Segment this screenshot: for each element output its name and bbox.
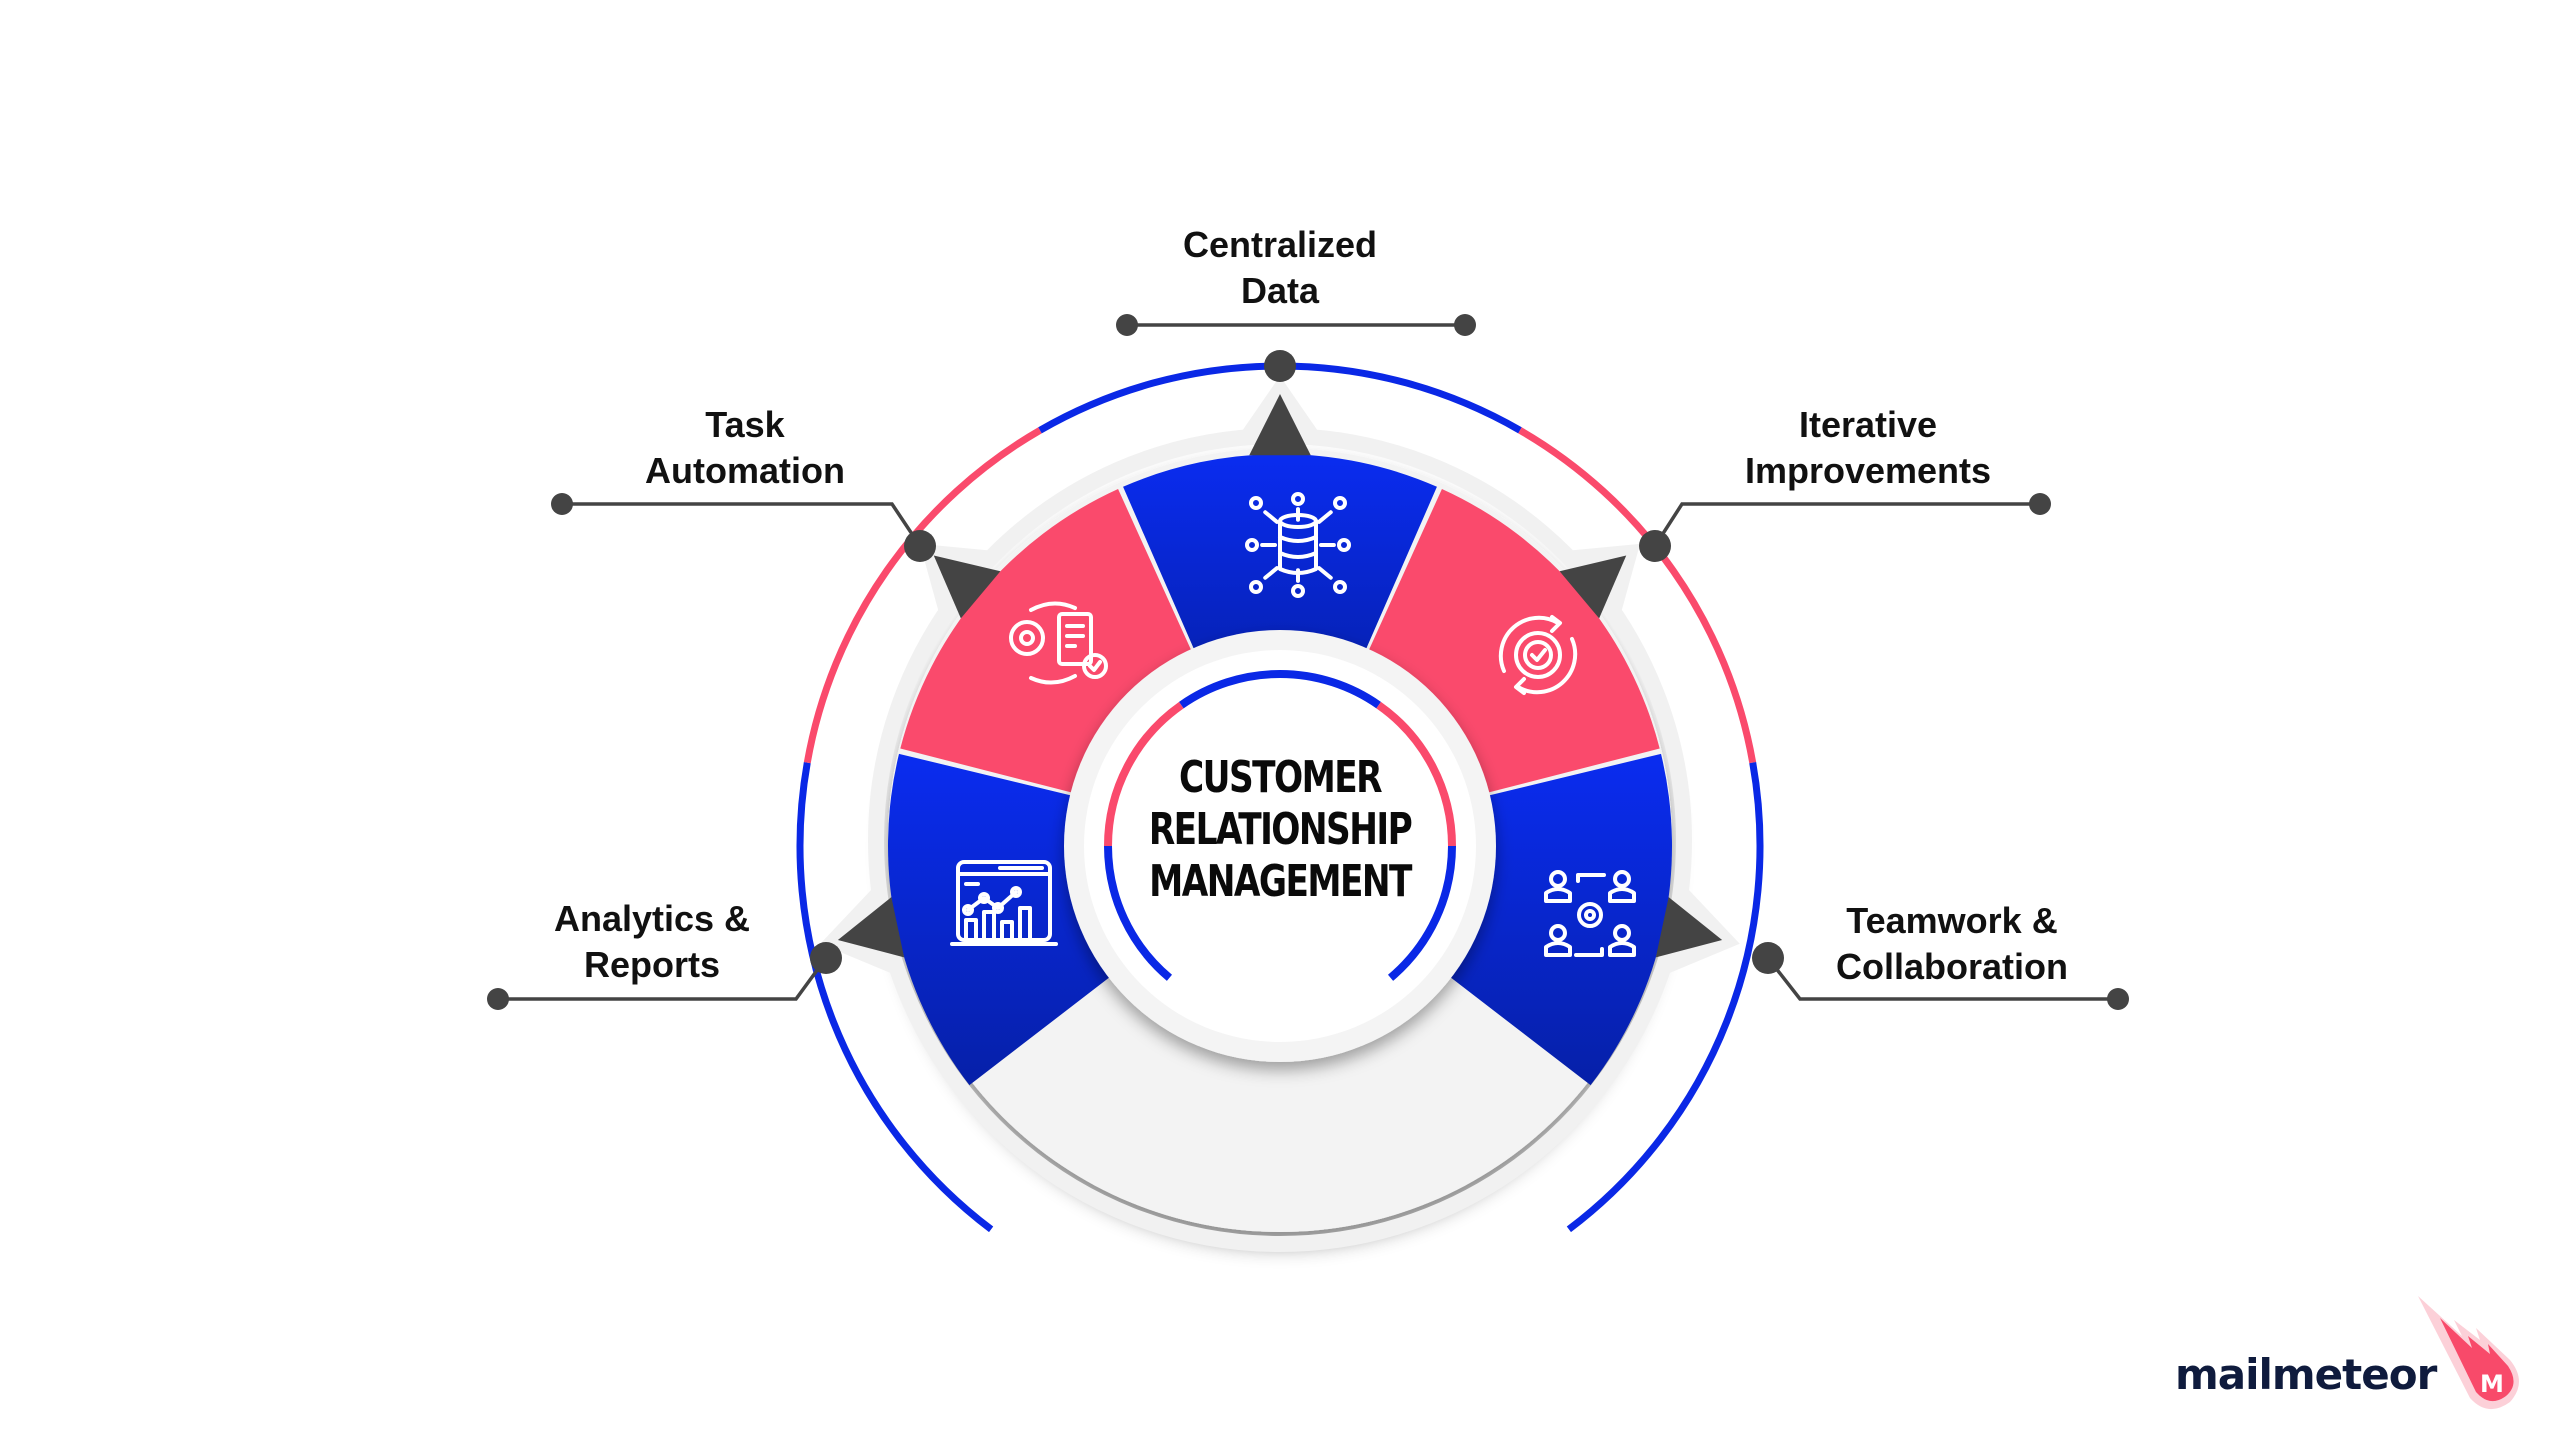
meteor-m-logo-icon: M bbox=[2418, 1296, 2519, 1410]
connector-teamwork-line bbox=[1766, 956, 2118, 1001]
segment-icons bbox=[950, 492, 1636, 957]
connector-centralized-dot bbox=[1264, 350, 1296, 382]
pointer-triangle bbox=[1559, 555, 1627, 619]
pointer-triangles bbox=[820, 376, 1740, 975]
connector-iterative-line bbox=[1653, 502, 2040, 547]
connector-analytics-dot bbox=[487, 988, 509, 1010]
pointer-triangle bbox=[1655, 897, 1723, 958]
label-line: Data bbox=[1240, 270, 1320, 311]
analytics-dashboard-icon bbox=[950, 860, 1058, 946]
label-line: Collaboration bbox=[1836, 946, 2068, 987]
label-analytics-reports: Analytics & Reports bbox=[554, 896, 750, 988]
connector-centralized-dot bbox=[1454, 314, 1476, 336]
brand-wordmark: mailmeteor bbox=[2175, 1350, 2437, 1399]
outer-arc-segment bbox=[1518, 427, 1757, 764]
label-teamwork-collaboration: Teamwork & Collaboration bbox=[1836, 898, 2068, 990]
label-iterative-improvements: Iterative Improvements bbox=[1745, 402, 1991, 494]
connector-iterative-dot bbox=[2029, 493, 2051, 515]
outer-arc-segment bbox=[1566, 762, 1764, 1233]
label-line: Analytics & bbox=[553, 898, 751, 939]
logo-letter: M bbox=[2480, 1370, 2504, 1398]
inner-arc-segment bbox=[1104, 701, 1184, 847]
pointer-triangle bbox=[933, 555, 1001, 619]
outer-arc-segment bbox=[803, 427, 1042, 764]
connector-iterative-dot bbox=[1639, 530, 1671, 562]
inner-arc-segment bbox=[1179, 669, 1381, 709]
label-line: Improvements bbox=[1744, 450, 1992, 491]
connector-task-line bbox=[562, 502, 922, 547]
gear-checklist-icon bbox=[1009, 601, 1108, 685]
label-line: Centralized bbox=[1182, 224, 1378, 265]
pointer-triangle bbox=[1249, 394, 1311, 456]
connector-centralized-dot bbox=[1116, 314, 1138, 336]
center-title-line-1: CUSTOMER bbox=[1179, 752, 1382, 803]
segment-iterative bbox=[1366, 489, 1660, 794]
segments-group bbox=[887, 453, 1672, 1086]
pointer-triangle bbox=[837, 897, 905, 958]
label-task-automation: Task Automation bbox=[645, 402, 845, 494]
connector-analytics-dot bbox=[810, 942, 842, 974]
database-network-icon bbox=[1245, 492, 1351, 598]
center-disk bbox=[1084, 650, 1476, 1042]
inner-arc-segment bbox=[1387, 845, 1456, 981]
center-title: CUSTOMER RELATIONSHIP MANAGEMENT bbox=[1148, 752, 1413, 908]
label-line: Iterative bbox=[1798, 404, 1938, 445]
label-line: Teamwork & bbox=[1846, 900, 2058, 941]
label-connectors bbox=[487, 314, 2129, 1010]
center-title-line-3: MANAGEMENT bbox=[1149, 856, 1412, 907]
inner-arc-segment bbox=[1104, 845, 1173, 981]
outer-arc-segment bbox=[796, 762, 994, 1233]
connector-teamwork-dot bbox=[2107, 988, 2129, 1010]
connector-task-dot bbox=[551, 493, 573, 515]
label-centralized-data: Centralized Data bbox=[1183, 222, 1377, 314]
team-gear-icon bbox=[1544, 870, 1636, 957]
label-line: Task bbox=[705, 404, 785, 445]
segment-task bbox=[900, 489, 1194, 794]
segment-analytics bbox=[887, 753, 1114, 1086]
connector-task-dot bbox=[904, 530, 936, 562]
center-title-line-2: RELATIONSHIP bbox=[1148, 804, 1413, 855]
label-line: Reports bbox=[583, 944, 721, 985]
segment-teamwork bbox=[1446, 753, 1672, 1086]
connector-analytics-line bbox=[498, 956, 828, 1001]
label-line: Automation bbox=[645, 450, 845, 491]
inner-arc-segment bbox=[1376, 701, 1456, 847]
cycle-gear-check-icon bbox=[1498, 615, 1578, 695]
connector-teamwork-dot bbox=[1752, 942, 1784, 974]
inner-ring-arcs bbox=[1104, 669, 1456, 981]
